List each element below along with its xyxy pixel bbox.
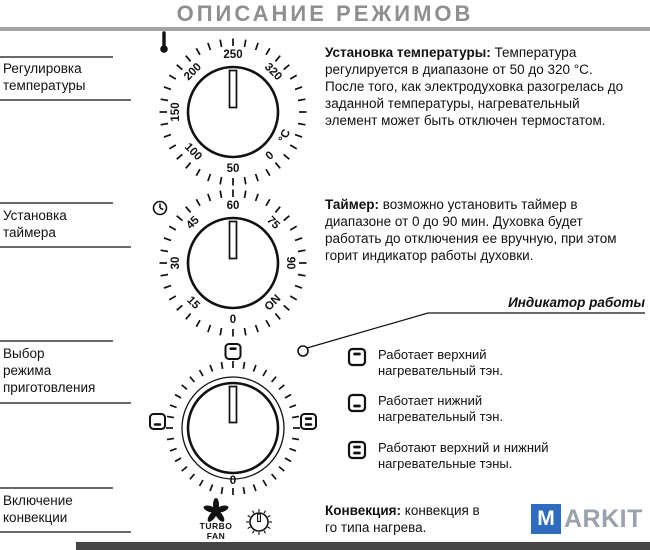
temperature-body: Температура регулируется в диапазоне от …	[325, 45, 624, 128]
temp-scale-250: 250	[223, 49, 243, 61]
timer-section: Таймер: возможно установить таймер в диа…	[325, 196, 625, 264]
timer-scale-90: 90	[284, 256, 296, 270]
temperature-heading: Установка температуры:	[325, 45, 491, 60]
legend-item-upper: Работает верхний нагревательный тэн.	[378, 347, 504, 378]
convection-knob	[246, 509, 272, 535]
convection-body-line2: го типа нагрева.	[325, 520, 427, 535]
legend-both-elements-icon	[347, 440, 367, 460]
timer-scale-0: 0	[229, 314, 237, 326]
legend-lower-element-icon	[347, 393, 367, 413]
timer-scale-30: 30	[170, 256, 182, 270]
indicator-leader-line	[306, 312, 645, 349]
work-indicator-label: Индикатор работы	[508, 295, 645, 310]
label-mode-selection: Выбор режима приготовления	[3, 346, 96, 395]
title-divider	[0, 27, 650, 31]
timer-heading: Таймер:	[325, 197, 379, 212]
watermark-logo-mark: M	[531, 504, 561, 534]
mode-knob-pointer	[228, 385, 238, 424]
footer-bar	[76, 542, 650, 550]
fan-icon	[203, 498, 229, 522]
convection-body-line1: конвекция в	[404, 503, 480, 518]
temperature-knob-pointer	[228, 69, 238, 109]
convection-knob-pointer	[257, 513, 261, 523]
lower-element-icon	[149, 413, 166, 430]
timer-body: возможно установить таймер в диапазоне о…	[325, 197, 617, 263]
clock-icon	[152, 200, 168, 216]
thermometer-icon	[160, 31, 168, 53]
mode-scale-0: 0	[229, 473, 237, 487]
timer-knob-pointer	[228, 220, 238, 260]
temp-scale-150: 150	[170, 102, 182, 122]
legend-item-lower: Работает нижний нагревательный тэн.	[378, 393, 504, 424]
leader-lines	[0, 56, 131, 533]
timer-scale-60: 60	[226, 200, 240, 212]
turbo-fan-caption: TURBO FAN	[199, 521, 233, 541]
mode-dial	[149, 343, 317, 495]
legend-item-both: Работают верхний и нижний нагревательные…	[378, 440, 549, 471]
both-elements-icon	[300, 413, 317, 430]
page-title: ОПИСАНИЕ РЕЖИМОВ	[176, 1, 474, 26]
convection-section: Конвекция: конвекция в го типа нагрева.	[325, 502, 535, 536]
temperature-section: Установка температуры: Температура регул…	[325, 44, 625, 129]
label-timer-setting: Установка таймера	[3, 208, 67, 240]
temperature-dial	[159, 31, 307, 186]
timer-dial	[152, 189, 307, 337]
legend-upper-element-icon	[347, 347, 367, 367]
convection-heading: Конвекция:	[325, 503, 401, 518]
label-temperature-control: Регулировка температуры	[3, 61, 86, 93]
temp-scale-50: 50	[226, 163, 240, 175]
watermark-logo-text: ARKIT	[564, 505, 643, 533]
work-indicator-lamp	[297, 345, 309, 357]
upper-element-icon	[224, 343, 242, 360]
label-convection-switch: Включение конвекции	[3, 493, 73, 525]
